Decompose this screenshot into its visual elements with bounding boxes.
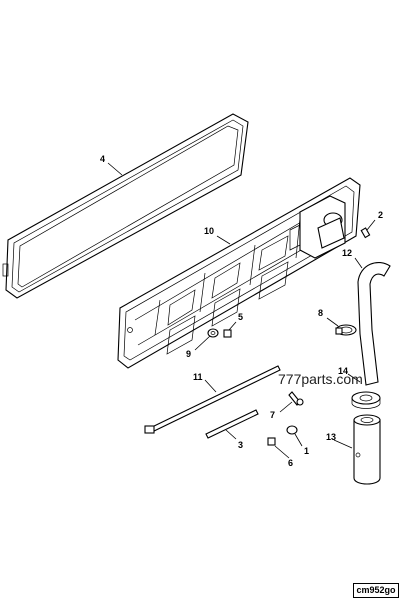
callout-3: 3 bbox=[238, 440, 243, 450]
callout-4: 4 bbox=[100, 154, 105, 164]
callout-10: 10 bbox=[204, 226, 214, 236]
callout-7: 7 bbox=[270, 410, 275, 420]
grommet-part-14 bbox=[351, 391, 381, 409]
callout-8: 8 bbox=[318, 308, 323, 318]
leader-lines bbox=[107, 162, 376, 459]
spacer-part-1 bbox=[286, 425, 298, 435]
rocker-cover-part-10 bbox=[117, 177, 361, 369]
nut-part-6 bbox=[267, 437, 276, 446]
callout-14: 14 bbox=[338, 366, 348, 376]
diagram-reference-code: cm952go bbox=[353, 583, 399, 598]
callout-1: 1 bbox=[304, 446, 309, 456]
callout-2: 2 bbox=[378, 210, 383, 220]
callouts: 4 10 2 12 8 5 9 11 14 7 1 6 13 3 bbox=[100, 154, 383, 468]
hose-part-12 bbox=[357, 262, 391, 386]
bolt-part-2 bbox=[360, 227, 371, 239]
cable-tie-part-11 bbox=[144, 365, 281, 434]
clamp-part-8 bbox=[335, 324, 357, 336]
callout-13: 13 bbox=[326, 432, 336, 442]
callout-5: 5 bbox=[238, 312, 243, 322]
callout-6: 6 bbox=[288, 458, 293, 468]
callout-11: 11 bbox=[193, 372, 203, 382]
cable-tie-part-3 bbox=[205, 409, 259, 439]
washer-part-9 bbox=[207, 328, 219, 338]
bolt-part-5 bbox=[223, 329, 232, 338]
gasket-part-4 bbox=[2, 113, 249, 299]
callout-9: 9 bbox=[186, 349, 191, 359]
stud-part-7 bbox=[288, 391, 304, 406]
canister-part-13 bbox=[353, 414, 381, 485]
watermark: 777parts.com bbox=[278, 371, 363, 387]
callout-12: 12 bbox=[342, 248, 352, 258]
